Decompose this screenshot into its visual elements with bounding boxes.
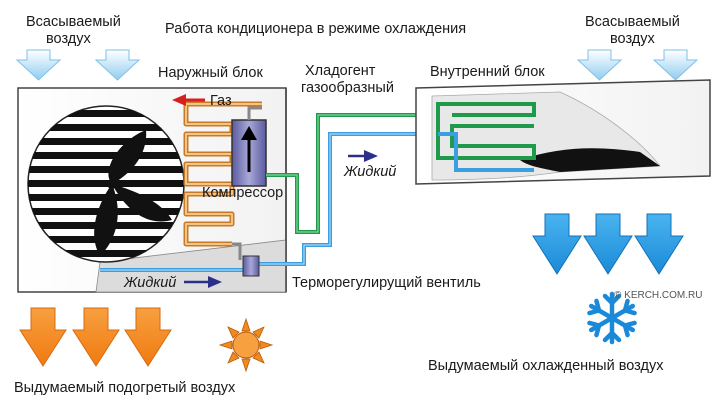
- cool-arrow-icon: [583, 213, 633, 275]
- outdoor-unit-label: Наружный блок: [158, 65, 263, 81]
- compressor: [231, 106, 267, 187]
- compressor-label: Компрессор: [202, 185, 283, 201]
- intake-right-line1: Всасываемый: [585, 14, 680, 30]
- intake-arrows-left: [15, 49, 141, 81]
- fan-icon: [27, 105, 185, 263]
- gas-label: Газ: [210, 93, 232, 109]
- intake-arrow-icon: [576, 49, 623, 81]
- valve-label: Терморегулирущий вентиль: [292, 275, 481, 291]
- cool-arrow-icon: [634, 213, 684, 275]
- diagram-title: Работа кондиционера в режиме охлаждения: [165, 21, 466, 37]
- warm-arrow-icon: [124, 307, 172, 367]
- gas-flow-arrow-icon: [172, 94, 205, 106]
- warm-arrow-icon: [72, 307, 120, 367]
- cool-exhaust-label: Выдумаемый охлажденный воздух: [428, 358, 664, 374]
- intake-left-line2: воздух: [46, 31, 91, 47]
- thermo-valve: [242, 255, 260, 277]
- intake-left-line1: Всасываемый: [26, 14, 121, 30]
- liquid-indoor-label: Жидкий: [343, 164, 396, 180]
- arrow-up-icon: [241, 126, 257, 140]
- intake-arrow-icon: [652, 49, 699, 81]
- warm-arrow-icon: [19, 307, 67, 367]
- sun-icon: [218, 317, 274, 373]
- intake-right-line2: воздух: [610, 31, 655, 47]
- evaporator-coil: [436, 102, 536, 172]
- refrigerant-label-line2: газообразный: [301, 80, 394, 96]
- watermark: © KERCH.COM.RU: [614, 290, 702, 301]
- indoor-unit-label: Внутренний блок: [430, 64, 545, 80]
- snowflake-icon: [587, 291, 637, 345]
- cool-arrow-icon: [532, 213, 582, 275]
- warm-exhaust-arrows: [19, 307, 172, 367]
- liquid-flow-arrow-icon: [184, 276, 222, 288]
- intake-arrows-right: [576, 49, 699, 81]
- intake-arrow-icon: [94, 49, 141, 81]
- cool-exhaust-arrows: [532, 213, 684, 275]
- refrigerant-label-line1: Хладогент: [305, 63, 376, 79]
- liquid-flow-arrow-icon: [348, 150, 378, 162]
- warm-exhaust-label: Выдумаемый подогретый воздух: [14, 380, 236, 396]
- liquid-outdoor-label: Жидкий: [123, 275, 176, 291]
- intake-arrow-icon: [15, 49, 62, 81]
